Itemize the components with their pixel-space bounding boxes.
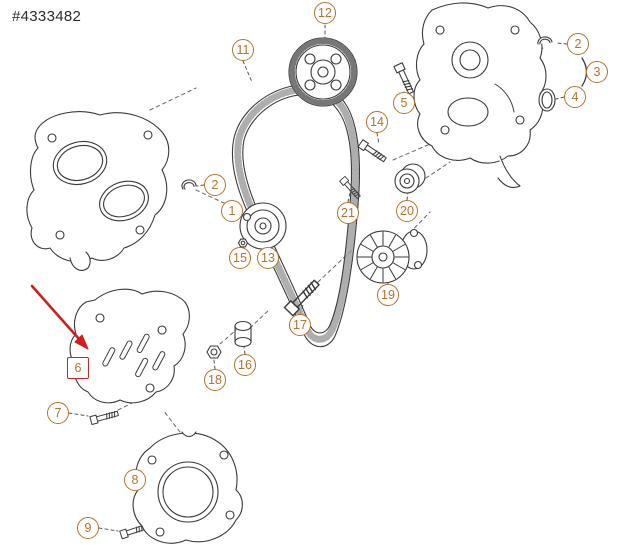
callout-1[interactable]: 1 [221,200,243,222]
callout-3[interactable]: 3 [586,61,608,83]
callout-8[interactable]: 8 [124,469,146,491]
lower-front-cover-drawing [69,288,190,404]
callout-17[interactable]: 17 [289,314,311,336]
timing-belt-drawing [231,83,361,348]
callout-19[interactable]: 19 [377,284,399,306]
roller-20-drawing [394,163,426,194]
tensioner-drawing [181,179,287,250]
upper-front-cover-drawing [26,111,170,271]
callout-11[interactable]: 11 [232,39,254,61]
callout-12[interactable]: 12 [314,2,336,24]
seal-ring-drawing [538,88,556,112]
callout-2-left[interactable]: 2 [204,174,226,196]
callout-20[interactable]: 20 [396,200,418,222]
nut-18-drawing [206,345,222,359]
callout-5[interactable]: 5 [393,92,415,114]
camshaft-sprocket-drawing [288,37,358,107]
clip-left-drawing [181,179,197,190]
callout-21[interactable]: 21 [337,202,359,224]
callout-13[interactable]: 13 [257,247,279,269]
part-number-label: #4333482 [12,8,82,25]
pin-1-drawing [242,212,252,222]
callout-9[interactable]: 9 [77,517,99,539]
rear-cover-drawing [413,2,588,189]
callout-14[interactable]: 14 [366,111,388,133]
callout-18[interactable]: 18 [204,369,226,391]
callout-16[interactable]: 16 [234,354,256,376]
callout-2-top-right[interactable]: 2 [567,33,589,55]
callout-4[interactable]: 4 [564,86,586,108]
highlight-arrow [30,284,89,350]
callout-15[interactable]: 15 [229,247,251,269]
water-pump-drawing [356,228,428,284]
callout-6[interactable]: 6 [67,357,89,379]
callout-7[interactable]: 7 [47,402,69,424]
clip-top-right-drawing [537,36,553,45]
rear-plate-drawing [132,431,243,544]
sleeve-16-drawing [234,320,252,348]
